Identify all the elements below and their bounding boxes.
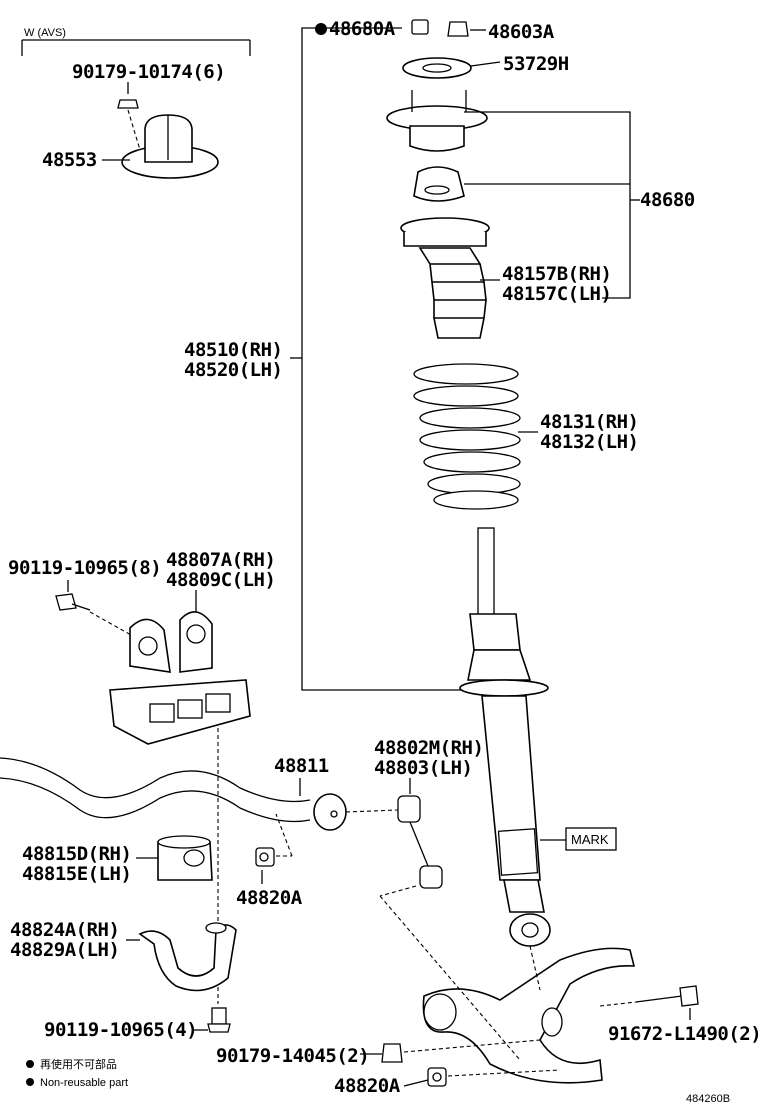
label-48820A-2[interactable]: 48820A <box>334 1075 401 1097</box>
legend-en: Non-reusable part <box>40 1077 128 1089</box>
label-48809C[interactable]: 48809C(LH) <box>166 569 276 591</box>
label-90119-10965-4[interactable]: 90119-10965(4) <box>44 1019 198 1041</box>
bolt-90119-10965-4-icon[interactable] <box>207 1007 231 1033</box>
label-48131[interactable]: 48131(RH) <box>540 411 639 433</box>
bushing-bracket-48824-icon[interactable] <box>138 922 237 992</box>
bound-stopper-icon[interactable] <box>413 166 465 202</box>
diagram-id: 484260B <box>686 1093 730 1105</box>
stabilizer-link-icon[interactable] <box>397 795 443 889</box>
label-48815D[interactable]: 48815D(RH) <box>22 843 132 865</box>
lower-arm-icon[interactable] <box>422 947 636 1084</box>
washer-53729H-icon[interactable] <box>402 57 501 79</box>
label-48520[interactable]: 48520(LH) <box>184 359 283 381</box>
legend-dot-icon-2 <box>26 1078 34 1086</box>
shock-absorber-icon[interactable] <box>459 527 551 947</box>
label-48815E[interactable]: 48815E(LH) <box>22 863 132 885</box>
label-48680A[interactable]: 48680A <box>329 18 396 40</box>
mark-label: MARK <box>571 832 609 847</box>
label-90179-10174[interactable]: 90179-10174(6) <box>72 61 226 83</box>
label-48811[interactable]: 48811 <box>274 755 329 777</box>
nut-48680A-icon[interactable] <box>411 19 429 35</box>
label-48603A[interactable]: 48603A <box>488 21 555 43</box>
dust-boot-icon[interactable] <box>400 217 500 339</box>
label-48553[interactable]: 48553 <box>42 149 97 171</box>
avs-actuator-icon[interactable] <box>121 114 219 179</box>
label-48802M[interactable]: 48802M(RH) <box>374 737 484 759</box>
legend-dot-icon-1 <box>26 1060 34 1068</box>
bracket-48680 <box>464 111 631 299</box>
stabilizer-bracket-group: 90119-10965(8) 48807A(RH) 48809C(LH) <box>8 549 276 1004</box>
stabilizer-link-group: 48802M(RH) 48803(LH) <box>345 737 484 889</box>
w-avs-label: W (AVS) <box>24 27 66 39</box>
avs-nut-icon[interactable] <box>117 99 139 109</box>
label-48807A[interactable]: 48807A(RH) <box>166 549 276 571</box>
label-48510[interactable]: 48510(RH) <box>184 339 283 361</box>
bolt-90119-10965-8-icon[interactable] <box>55 593 91 611</box>
label-48157C[interactable]: 48157C(LH) <box>502 283 612 305</box>
nut-48820A-2-icon[interactable] <box>427 1067 447 1087</box>
non-reusable-dot-icon <box>315 23 327 35</box>
coil-spring-icon[interactable] <box>413 363 521 510</box>
label-53729H[interactable]: 53729H <box>503 53 569 75</box>
legend: 再使用不可部品 Non-reusable part <box>26 1057 128 1089</box>
bushing-48815-icon[interactable] <box>157 835 213 881</box>
bracket-48510 <box>301 27 470 691</box>
nut-90179-14045-icon[interactable] <box>381 1043 403 1063</box>
label-90119-10965-8[interactable]: 90119-10965(8) <box>8 557 162 579</box>
bolt-91672-icon[interactable] <box>635 985 699 1007</box>
mark-box <box>565 827 617 851</box>
stabilizer-bar-icon[interactable] <box>0 757 347 831</box>
label-48132[interactable]: 48132(LH) <box>540 431 639 453</box>
upper-support-icon[interactable] <box>386 90 488 152</box>
nut-48603A-icon[interactable] <box>447 21 486 37</box>
strut-top-group: 48680A 48603A 53729H 48680 <box>184 18 695 691</box>
label-48829A[interactable]: 48829A(LH) <box>10 939 120 961</box>
label-48824A[interactable]: 48824A(RH) <box>10 919 120 941</box>
legend-jp: 再使用不可部品 <box>40 1057 117 1071</box>
avs-group: W (AVS) 90179-10174(6) 48553 <box>21 27 251 179</box>
label-90179-14045[interactable]: 90179-14045(2) <box>216 1045 370 1067</box>
label-48680[interactable]: 48680 <box>640 189 695 211</box>
nut-48820A-1-icon[interactable] <box>255 847 275 867</box>
label-48157B[interactable]: 48157B(RH) <box>502 263 612 285</box>
label-48820A-1[interactable]: 48820A <box>236 887 303 909</box>
label-48803[interactable]: 48803(LH) <box>374 757 473 779</box>
stabilizer-bracket-icon[interactable] <box>109 611 251 745</box>
label-91672[interactable]: 91672-L1490(2) <box>608 1023 760 1045</box>
